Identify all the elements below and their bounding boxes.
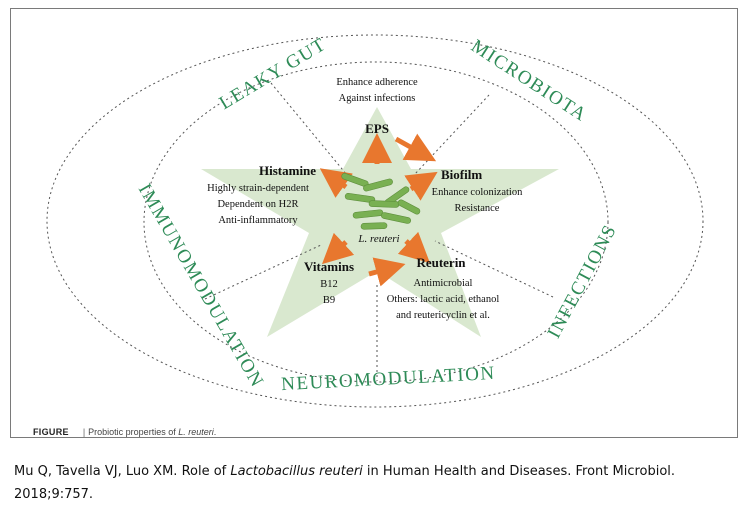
arrow-to-biofilm <box>404 171 438 201</box>
citation-end: in Human Health and Diseases. Front Micr… <box>14 464 676 502</box>
reuterin-title: Reuterin <box>416 255 466 270</box>
reuterin-line-1: Antimicrobial <box>414 278 473 289</box>
center-label: L. reuteri <box>357 233 399 245</box>
biofilm-title: Biofilm <box>441 167 482 182</box>
vitamins-line-2: B9 <box>323 295 335 306</box>
arrow-eps-to-biofilm <box>394 133 437 162</box>
biofilm-line-1: Enhance colonization <box>432 187 523 198</box>
arrow-to-histamine <box>319 168 353 198</box>
inner-ellipse <box>143 61 609 383</box>
figure-label: FIGURE <box>33 427 69 437</box>
caption-separator: | <box>82 427 86 437</box>
ring-label-leaky-gut: LEAKY GUT <box>216 34 331 114</box>
arrow-to-reuterin <box>397 231 431 264</box>
histamine-title: Histamine <box>259 163 316 178</box>
histamine-line-3: Anti-inflammatory <box>218 215 298 226</box>
vitamins-line-1: B12 <box>320 279 338 290</box>
reuterin-line-3: and reutericyclin et al. <box>396 310 490 321</box>
star-shape <box>201 107 559 337</box>
eps-line-2: Against infections <box>339 93 416 104</box>
ring-label-microbiota: MICROBIOTA <box>467 36 591 127</box>
outer-ellipse <box>46 34 704 408</box>
reuterin-line-2: Others: lactic acid, ethanol <box>387 294 500 305</box>
bacteria-icon <box>341 172 421 230</box>
arrow-vitamins-to-reuterin <box>368 257 406 287</box>
citation: Mu Q, Tavella VJ, Luo XM. Role of Lactob… <box>14 460 744 506</box>
histamine-line-2: Dependent on H2R <box>217 199 298 210</box>
ring-label-immunomodulation: IMMUNOMODULATION <box>134 180 268 391</box>
ring-label-neuromodulation: NEUROMODULATION <box>281 363 496 395</box>
caption-text: Probiotic properties of <box>88 427 179 437</box>
caption-end: . <box>213 427 217 437</box>
ring-label-infections: INFECTIONS <box>544 221 622 342</box>
probiotic-diagram: LEAKY GUT MICROBIOTA INFECTIONS NEUROMOD… <box>46 34 704 408</box>
eps-title: EPS <box>365 121 389 136</box>
histamine-line-1: Highly strain-dependent <box>207 183 309 194</box>
citation-species: Lactobacillus reuteri <box>230 464 363 479</box>
vitamins-title: Vitamins <box>304 259 354 274</box>
citation-start: Mu Q, Tavella VJ, Luo XM. Role of <box>14 464 231 479</box>
arrow-to-vitamins <box>321 232 355 265</box>
eps-line-1: Enhance adherence <box>336 77 418 88</box>
biofilm-line-2: Resistance <box>455 203 500 214</box>
figure-caption: FIGURE |Probiotic properties of L. reuter… <box>33 427 216 437</box>
figure-frame: LEAKY GUT MICROBIOTA INFECTIONS NEUROMOD… <box>10 8 738 438</box>
caption-species: L. reuteri <box>178 427 214 437</box>
